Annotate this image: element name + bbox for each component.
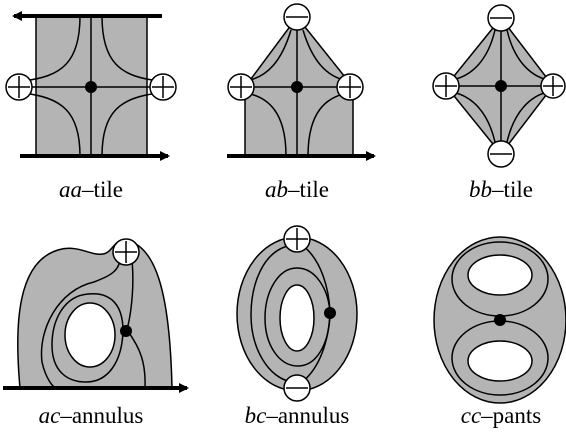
bb-minus-bottom xyxy=(487,140,515,168)
aa-plus-left xyxy=(5,73,33,101)
aa-curves xyxy=(19,15,163,157)
bb-plus-right xyxy=(540,73,566,99)
bb-center-dot xyxy=(495,80,507,92)
cc-hole-top xyxy=(467,254,533,296)
cc-dot xyxy=(494,314,506,326)
ac-dot xyxy=(120,325,132,337)
ac-plus-top xyxy=(112,238,140,266)
bc-hole xyxy=(279,284,315,352)
caption-bb: bb–tile xyxy=(469,177,533,202)
bb-tile xyxy=(432,4,566,168)
bb-plus-left xyxy=(432,72,460,100)
bb-minus-top xyxy=(487,4,515,32)
cc-pants xyxy=(433,236,566,404)
ab-tile xyxy=(227,3,376,161)
bc-dot xyxy=(324,307,336,319)
cc-hole-bottom xyxy=(467,340,533,382)
aa-center-dot xyxy=(85,81,97,93)
caption-bc: bc–annulus xyxy=(244,403,350,428)
ab-plus-left xyxy=(227,73,255,101)
ab-center-dot xyxy=(291,81,303,93)
ab-minus-top xyxy=(283,3,311,31)
bc-annulus xyxy=(236,225,358,402)
aa-plus-right xyxy=(149,73,177,101)
caption-ab: ab–tile xyxy=(265,177,329,202)
caption-cc: cc–pants xyxy=(460,403,542,428)
bc-minus-bottom xyxy=(283,374,311,402)
aa-tile xyxy=(5,11,177,161)
caption-ac: ac–annulus xyxy=(38,403,144,428)
ac-annulus xyxy=(3,238,189,393)
bc-plus-top xyxy=(283,225,311,253)
caption-aa: aa–tile xyxy=(59,177,123,202)
ab-plus-right xyxy=(336,73,364,101)
ac-hole xyxy=(64,302,116,368)
